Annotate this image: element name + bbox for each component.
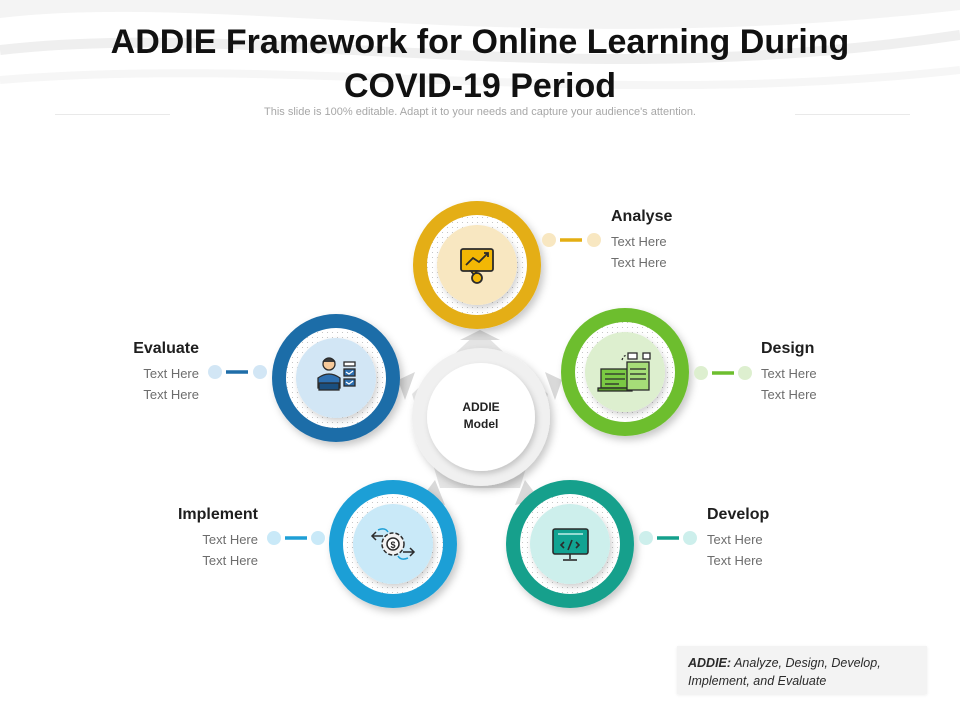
design-text-2: Text Here <box>761 387 817 402</box>
page-title-line-1: ADDIE Framework for Online Learning Duri… <box>110 23 850 61</box>
person-checklist-icon <box>317 357 356 391</box>
implement-title: Implement <box>177 506 258 523</box>
code-monitor-icon <box>552 528 589 561</box>
evaluate-text-2: Text Here <box>143 387 199 402</box>
analyse-connector <box>542 233 601 247</box>
design-connector <box>694 366 752 380</box>
center-node: ADDIE Model <box>412 348 550 486</box>
subtitle-divider-right <box>795 114 910 115</box>
implement-connector <box>267 531 325 545</box>
evaluate-connector <box>208 365 267 379</box>
implement-node: $ <box>329 480 457 608</box>
design-text-1: Text Here <box>761 366 817 381</box>
page-title-line-2: COVID-19 Period <box>343 67 617 105</box>
analyse-title: Analyse <box>611 208 673 225</box>
footnote-text: Analyze, Design, Develop, Implement, and… <box>688 656 881 688</box>
design-node <box>561 308 689 436</box>
analyse-text-1: Text Here <box>611 234 667 249</box>
develop-title: Develop <box>707 506 770 523</box>
page-title: ADDIE Framework for Online Learning Duri… <box>60 20 900 108</box>
implement-text-2: Text Here <box>202 553 258 568</box>
evaluate-node <box>272 314 400 442</box>
gear-cycle-dollar-icon: $ <box>370 528 416 560</box>
analyse-node <box>413 201 541 329</box>
design-screens-icon <box>597 352 651 392</box>
develop-text-2: Text Here <box>707 553 763 568</box>
evaluate-text-1: Text Here <box>143 366 199 381</box>
addie-footnote: ADDIE: Analyze, Design, Develop, Impleme… <box>677 646 927 694</box>
analyse-text-2: Text Here <box>611 255 667 270</box>
develop-text-1: Text Here <box>707 532 763 547</box>
develop-node <box>506 480 634 608</box>
evaluate-title: Evaluate <box>133 340 199 357</box>
subtitle-divider-left <box>55 114 170 115</box>
design-title: Design <box>761 340 815 357</box>
chart-speech-bubble-icon <box>460 248 494 284</box>
footnote-label: ADDIE: <box>688 656 732 670</box>
center-label-line-1: ADDIE <box>462 400 499 414</box>
develop-connector <box>639 531 697 545</box>
page-subtitle: This slide is 100% editable. Adapt it to… <box>264 106 696 118</box>
center-label-line-2: Model <box>464 417 499 431</box>
implement-text-1: Text Here <box>202 532 258 547</box>
svg-text:$: $ <box>390 540 395 550</box>
